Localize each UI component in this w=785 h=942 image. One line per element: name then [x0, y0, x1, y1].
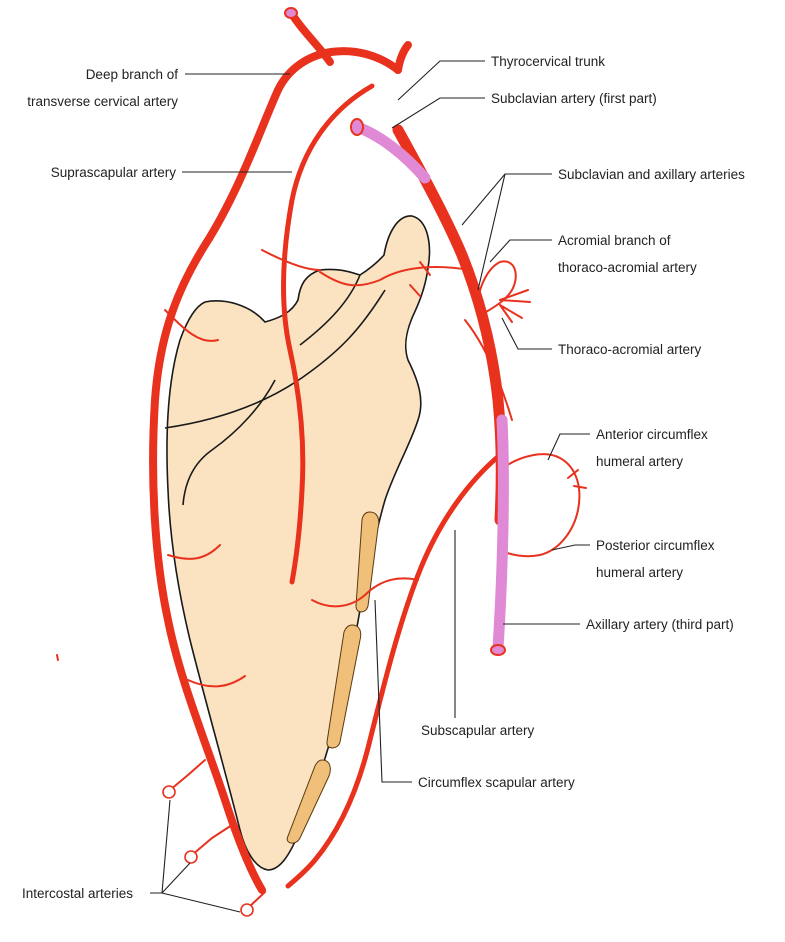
- acromial-twigs: [409, 261, 431, 297]
- leader-thoraco-acromial: [501, 317, 552, 350]
- label-acromial-line2: thoraco-acromial artery: [558, 260, 697, 275]
- label-deep-branch-line2: transverse cervical artery: [27, 94, 178, 109]
- leader-lines: [150, 60, 590, 913]
- label-thoraco-acromial: Thoraco-acromial artery: [558, 342, 702, 357]
- label-intercostal: Intercostal arteries: [22, 886, 133, 901]
- circumflex-scapular-artery: [311, 577, 419, 608]
- label-subclavian-first: Subclavian artery (first part): [491, 91, 657, 106]
- acromial-branch-line: [319, 266, 471, 287]
- circumflex-humeral-loop: [499, 453, 581, 558]
- leader-intercostal: [150, 799, 241, 913]
- label-posterior-circumflex-line2: humeral artery: [596, 565, 683, 580]
- subscapular-artery: [285, 452, 503, 889]
- subclavian-tube-end: [350, 118, 364, 136]
- deep-branch-transverse-cervical-artery: [149, 47, 402, 894]
- coracoid-outline: [299, 274, 361, 346]
- leader-circumflex-scapular: [374, 599, 412, 783]
- intercostal-vessel-1: [169, 759, 206, 791]
- scapular-twig-4: [261, 249, 321, 271]
- anterior-circumflex-twig: [567, 469, 587, 489]
- axillary-third-part-tube: [492, 414, 509, 654]
- intercostal-circle-2: [184, 850, 198, 864]
- tendon-strip-lower: [286, 759, 331, 844]
- label-subscapular: Subscapular artery: [421, 723, 535, 738]
- thoraco-acromial-twigs: [499, 289, 531, 323]
- intercostal-circle-1: [162, 785, 176, 799]
- leader-posterior-circumflex: [551, 544, 590, 551]
- top-vessel-end: [284, 7, 298, 19]
- label-posterior-circumflex-line1: Posterior circumflex: [596, 538, 715, 553]
- label-acromial-line1: Acromial branch of: [558, 233, 671, 248]
- intercostal-circle-3: [240, 903, 254, 917]
- label-anterior-circumflex-line1: Anterior circumflex: [596, 427, 708, 442]
- subclavian-first-part-tube: [351, 121, 431, 184]
- label-subclavian-axillary: Subclavian and axillary arteries: [558, 167, 745, 182]
- suprascapular-artery: [280, 83, 375, 585]
- tendon-strip-middle: [326, 624, 362, 749]
- leader-acromial: [489, 239, 552, 263]
- thyrocervical-trunk-vessel: [394, 41, 412, 74]
- leader-anterior-circumflex: [547, 433, 590, 461]
- labels: Deep branch of transverse cervical arter…: [22, 54, 745, 901]
- label-deep-branch-line1: Deep branch of: [86, 67, 179, 82]
- intercostal-vessel-2: [191, 824, 233, 856]
- scapular-twig-2: [167, 544, 221, 560]
- supraspinous-branch: [464, 319, 513, 421]
- intercostal-circles: [162, 785, 254, 917]
- scapular-ridge-line: [182, 379, 276, 506]
- label-anterior-circumflex-line2: humeral artery: [596, 454, 683, 469]
- thoraco-acromial-branch: [477, 260, 517, 313]
- tendon-strips: [286, 511, 380, 844]
- scapular-twig-1: [164, 309, 219, 342]
- leader-subclavian-first: [391, 97, 485, 129]
- leader-thyrocervical: [397, 60, 485, 101]
- highlighted-segments: [284, 7, 509, 656]
- tendon-strip-upper: [355, 511, 380, 613]
- label-thyrocervical: Thyrocervical trunk: [491, 54, 605, 69]
- label-axillary-third: Axillary artery (third part): [586, 617, 734, 632]
- leader-subclavian-axillary: [461, 173, 552, 291]
- label-suprascapular: Suprascapular artery: [51, 165, 177, 180]
- scapular-twig-3: [187, 675, 246, 688]
- scapular-spine-line: [164, 289, 386, 429]
- stray-mark: [56, 654, 59, 661]
- axillary-tube-end: [490, 644, 506, 656]
- label-circumflex-scapular: Circumflex scapular artery: [418, 775, 575, 790]
- subclavian-axillary-trunk: [392, 124, 507, 526]
